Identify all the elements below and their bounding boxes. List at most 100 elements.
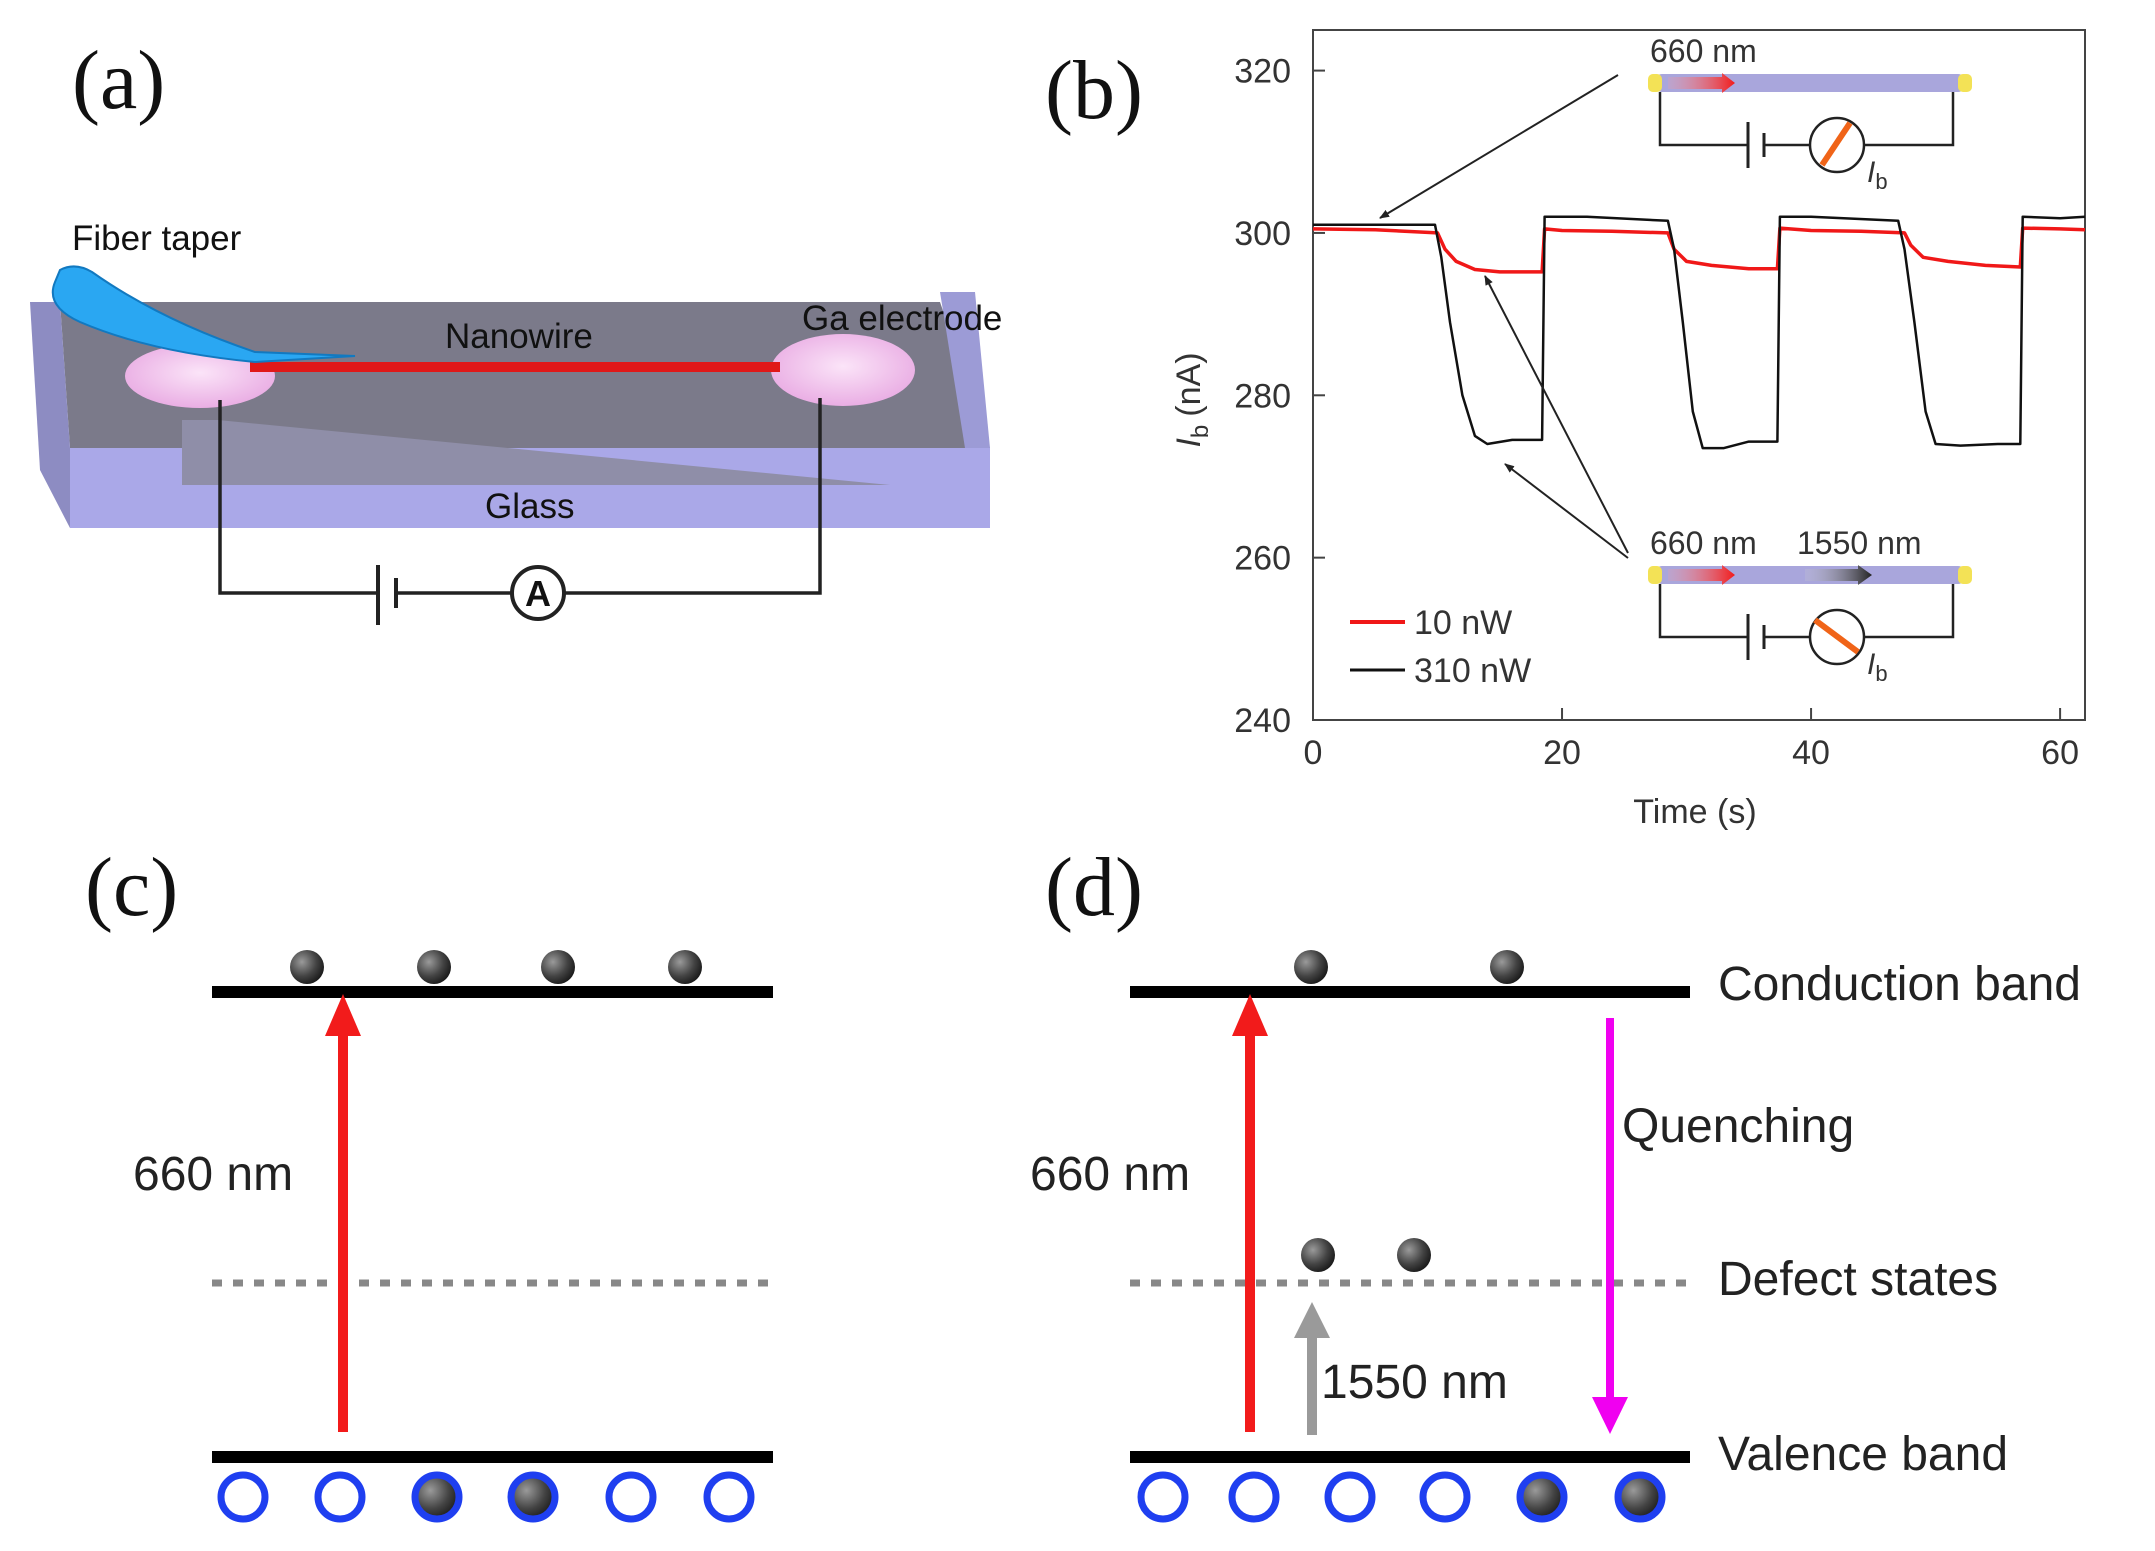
- inset-bottom-contact-left: [1648, 566, 1662, 584]
- ga-electrode-label: Ga electrode: [802, 299, 1002, 338]
- inset-bottom-wavelength-1: 660 nm: [1650, 525, 1757, 561]
- electrons-conduction-d: [1294, 950, 1524, 984]
- y-axis-title-sub: b: [1187, 425, 1214, 438]
- nanowire-label: Nanowire: [445, 317, 593, 356]
- y-axis: 240 260 280 300 320: [1234, 53, 1325, 740]
- inset-top-current-label: Ib: [1867, 156, 1888, 194]
- panel-a-label: (a): [72, 34, 165, 127]
- hole: [605, 1471, 657, 1523]
- defect-states-label: Defect states: [1718, 1253, 1998, 1306]
- x-tick-label: 40: [1792, 734, 1830, 772]
- quenching-arrow: [1592, 1018, 1628, 1434]
- inset-top: 660 nm Ib: [1379, 33, 1972, 219]
- glass-slide-left: [30, 302, 70, 528]
- y-tick-label: 280: [1234, 377, 1291, 415]
- hole: [1137, 1471, 1189, 1523]
- quenching-label: Quenching: [1622, 1100, 1854, 1153]
- electron: [417, 950, 451, 984]
- inset-bottom: 660 nm 1550 nm Ib: [1484, 275, 1972, 686]
- conduction-band-label: Conduction band: [1718, 958, 2081, 1011]
- y-axis-title: Ib (nA): [1170, 352, 1214, 447]
- excitation-arrow-d: [1232, 994, 1268, 1432]
- y-tick-label: 260: [1234, 540, 1291, 578]
- ir-arrow: [1294, 1302, 1330, 1435]
- filled-state: [1516, 1471, 1568, 1523]
- y-tick-label: 320: [1234, 53, 1291, 91]
- x-tick-label: 0: [1304, 734, 1323, 772]
- inset-bottom-current-label: Ib: [1867, 648, 1888, 686]
- hole: [217, 1471, 269, 1523]
- excitation-label: 660 nm: [133, 1148, 293, 1201]
- inset-bottom-pointer-2: [1504, 463, 1629, 559]
- inset-bottom-meter-needle: [1813, 617, 1860, 655]
- circuit-wire: [218, 400, 378, 595]
- glass-slide-top: [60, 302, 990, 448]
- y-axis-title-symbol: I: [1170, 438, 1208, 448]
- ir-label: 1550 nm: [1321, 1356, 1508, 1409]
- inset-bottom-light-arrow-660: [1668, 565, 1735, 585]
- excitation-label-d: 660 nm: [1030, 1148, 1190, 1201]
- ammeter-icon: A: [510, 565, 566, 621]
- electron: [1294, 950, 1328, 984]
- filled-state: [411, 1471, 463, 1523]
- hole: [314, 1471, 366, 1523]
- series-group: [1312, 215, 2086, 450]
- legend-label-10nw: 10 nW: [1414, 604, 1512, 642]
- filled-state: [507, 1471, 559, 1523]
- y-axis-title-unit: (nA): [1170, 352, 1208, 416]
- y-tick-label: 240: [1234, 702, 1291, 740]
- valence-states: [217, 1471, 755, 1523]
- x-axis-title: Time (s): [1633, 793, 1756, 831]
- panel-b-label: (b): [1045, 44, 1143, 137]
- inset-bottom-circuit: [1658, 584, 1748, 639]
- panel-d-label: (d): [1045, 841, 1143, 934]
- electron: [1490, 950, 1524, 984]
- electron: [541, 950, 575, 984]
- battery-icon: [376, 565, 398, 625]
- panel-a: (a) Fiber taper Nanowire Ga electrode Gl…: [30, 34, 1002, 625]
- inset-top-wavelength: 660 nm: [1650, 33, 1757, 69]
- inset-bottom-contact-right: [1958, 566, 1972, 584]
- x-tick-label: 20: [1543, 734, 1581, 772]
- fiber-taper-label: Fiber taper: [72, 219, 242, 258]
- glass-slide-right-step: [940, 292, 990, 448]
- trapped-electron: [1397, 1238, 1431, 1272]
- x-tick-label: 60: [2041, 734, 2079, 772]
- inset-bottom-circuit-right: [1864, 584, 1955, 639]
- inset-bottom-wavelength-2: 1550 nm: [1797, 525, 1922, 561]
- circuit-wire-right: [565, 398, 822, 595]
- panel-c-label: (c): [85, 841, 178, 934]
- inset-top-contact-right: [1958, 74, 1972, 92]
- fiber-taper: [51, 265, 356, 364]
- hole: [1419, 1471, 1471, 1523]
- electrons-defect: [1301, 1238, 1431, 1272]
- plot-frame: [1312, 29, 2086, 721]
- nanowire: [250, 362, 780, 372]
- electron: [290, 950, 324, 984]
- inset-top-meter-needle: [1819, 121, 1853, 167]
- x-axis: 0 20 40 60: [1304, 708, 2079, 772]
- excitation-arrow: [325, 994, 361, 1432]
- y-tick-label: 300: [1234, 215, 1291, 253]
- ammeter-symbol: A: [525, 573, 551, 614]
- panel-b: (b) 240 260 280 300 320 0 20 40 60 Time (s) Ib (…: [1045, 29, 2086, 831]
- series-line-10-nw: [1312, 226, 2086, 274]
- inset-top-circuit-right: [1864, 92, 1955, 147]
- electrons-conduction: [290, 950, 702, 984]
- inset-top-light-arrow: [1668, 73, 1735, 93]
- inset-top-nanowire: [1655, 74, 1965, 92]
- glass-groove: [182, 420, 890, 485]
- inset-bottom-light-arrow-1550: [1805, 565, 1872, 585]
- filled-state: [1614, 1471, 1666, 1523]
- inset-bottom-pointer-1: [1484, 275, 1629, 554]
- hole: [1324, 1471, 1376, 1523]
- legend: 10 nW 310 nW: [1350, 604, 1531, 690]
- hole: [703, 1471, 755, 1523]
- inset-top-contact-left: [1648, 74, 1662, 92]
- legend-label-310nw: 310 nW: [1414, 652, 1531, 690]
- panel-d: (d) 660 nm 1550 nm Quenching Conduction …: [1030, 841, 2081, 1523]
- hole: [1228, 1471, 1280, 1523]
- valence-band-label: Valence band: [1718, 1428, 2008, 1481]
